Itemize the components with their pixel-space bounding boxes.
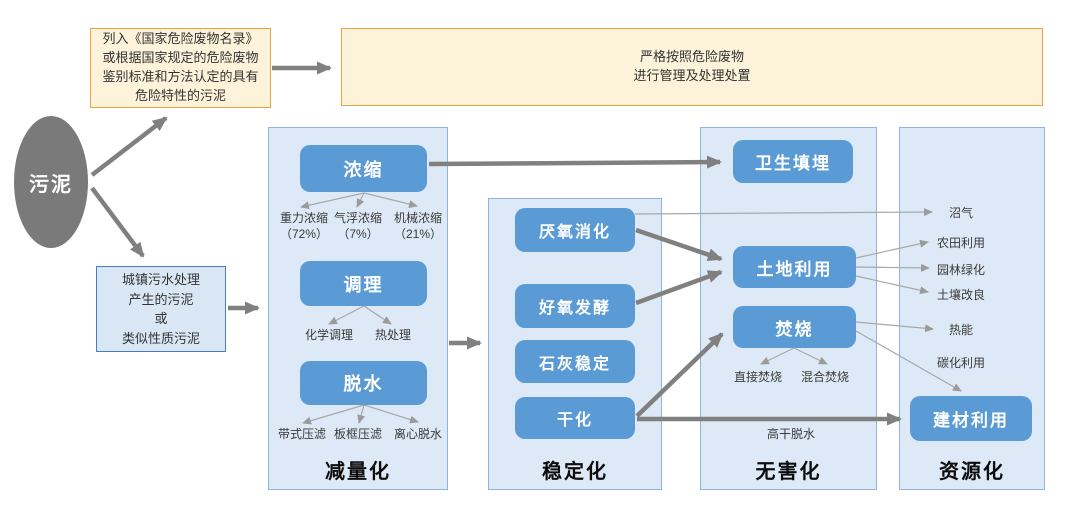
node-drying: 干化 [515, 397, 635, 439]
reduction-title-label: 减量化 [325, 461, 391, 483]
node-lime-label: 石灰稳定 [538, 355, 611, 373]
reduction-title: 减量化 [268, 455, 448, 484]
arrow-concentration-to-landfill [428, 155, 722, 169]
arrow-landuse-to-soil [855, 275, 929, 295]
arrow-dewatering-belt [302, 404, 365, 425]
method-gravity-concentration: 重力浓缩 （72%） [266, 211, 342, 242]
method-flotation-concentration: 气浮浓缩 （7%） [320, 211, 396, 242]
node-building-material-label: 建材利用 [933, 411, 1009, 430]
resource-item-label: 沼气 [948, 206, 973, 220]
arrow-aerobic-to-landuse [635, 269, 723, 306]
arrow-concentration-mechanical [363, 192, 418, 208]
method-thermal-treatment: 热处理 [358, 328, 428, 344]
hazard-criteria-text: 列入《国家危险废物名录》 或根据国家规定的危险废物 鉴别标准和方法认定的具有 危… [102, 31, 259, 103]
node-conditioning-label: 调理 [343, 274, 384, 295]
method-name: 离心脱水 [393, 427, 442, 441]
resource-item-label: 园林绿化 [936, 263, 985, 277]
method-mixed-incineration: 混合焚烧 [787, 370, 863, 386]
method-share: （21%） [393, 226, 443, 241]
node-sanitary-landfill: 卫生填埋 [733, 140, 853, 183]
arrow-landuse-to-farmland [855, 239, 929, 259]
resource-item-heat-energy: 热能 [916, 323, 1006, 339]
resource-title-label: 资源化 [939, 461, 1005, 483]
method-name: 化学调理 [304, 328, 353, 342]
municipal-sludge-box: 城镇污水处理 产生的污泥 或 类似性质污泥 [96, 266, 226, 352]
arrow-incineration-mixed [793, 347, 828, 365]
sludge-source-node: 污泥 [14, 116, 88, 248]
method-mechanical-concentration: 机械浓缩 （21%） [380, 211, 456, 242]
arrow-dewatering-plate [357, 404, 365, 424]
arrow-drying-to-incineration [635, 332, 724, 418]
node-building-material-use: 建材利用 [910, 396, 1032, 441]
node-landfill-label: 卫生填埋 [755, 154, 831, 173]
sludge-source-label: 污泥 [29, 173, 73, 196]
node-aerobic-fermentation: 好氧发酵 [515, 284, 635, 328]
resource-item-label: 碳化利用 [936, 356, 985, 370]
node-incineration-label: 焚烧 [775, 319, 814, 339]
node-dewatering-label: 脱水 [343, 374, 384, 394]
resource-item-label: 农田利用 [936, 236, 985, 250]
method-direct-incineration: 直接焚烧 [720, 370, 796, 386]
arrow-incineration-to-building-material [855, 330, 962, 392]
resource-title: 资源化 [899, 455, 1045, 484]
node-concentration-label: 浓缩 [343, 159, 384, 180]
stabilization-title: 稳定化 [488, 455, 662, 484]
municipal-sludge-text: 城镇污水处理 产生的污泥 或 类似性质污泥 [121, 272, 200, 346]
method-name: 机械浓缩 [393, 211, 442, 225]
method-name: 带式压滤 [277, 427, 326, 441]
arrow-anaerobic-to-landuse [635, 227, 723, 262]
resource-item-label: 土壤改良 [936, 288, 985, 302]
method-share: （72%） [279, 226, 329, 241]
method-chemical-conditioning: 化学调理 [292, 328, 366, 344]
resource-item-label: 热能 [948, 323, 973, 337]
harmless-title: 无害化 [700, 455, 877, 484]
node-anaerobic-label: 厌氧消化 [538, 224, 611, 241]
method-name: 直接焚烧 [733, 370, 782, 384]
method-plate-frame-press: 板框压滤 [320, 427, 396, 443]
node-lime-stabilization: 石灰稳定 [515, 340, 635, 383]
harmless-title-label: 无害化 [755, 461, 822, 483]
node-concentration: 浓缩 [300, 145, 427, 192]
hazard-management-box: 严格按照危险废物 进行管理及处理处置 [341, 28, 1043, 106]
arrow-landuse-to-landscaping [855, 263, 930, 272]
resource-item-landscaping: 园林绿化 [916, 263, 1006, 279]
resource-item-farmland: 农田利用 [916, 236, 1006, 252]
resource-item-soil-improvement: 土壤改良 [916, 288, 1006, 304]
arrow-dewatering-centrifugal [363, 404, 419, 424]
method-name: 气浮浓缩 [333, 211, 382, 225]
arrow-incineration-to-heat [855, 321, 934, 333]
node-anaerobic-digestion: 厌氧消化 [515, 208, 635, 252]
method-name: 板框压滤 [333, 427, 382, 441]
high-dry-label-text: 高干脱水 [766, 427, 815, 441]
method-name: 热处理 [374, 328, 411, 342]
arrow-concentration-gravity [300, 192, 365, 210]
arrow-anaerobic-to-biogas [634, 208, 933, 217]
arrow-sludge-to-hazard-criteria [90, 116, 168, 177]
arrow-conditioning-chemical [328, 305, 365, 325]
method-share: （7%） [337, 226, 379, 241]
method-name: 混合焚烧 [800, 370, 849, 384]
method-centrifugal-dewatering: 离心脱水 [380, 427, 456, 443]
node-land-use: 土地利用 [733, 246, 856, 288]
node-dewatering: 脱水 [300, 361, 427, 405]
method-belt-press: 带式压滤 [264, 427, 340, 443]
method-name: 重力浓缩 [279, 211, 328, 225]
node-landuse-label: 土地利用 [756, 259, 833, 279]
arrow-conditioning-thermal [363, 305, 392, 325]
resource-item-biogas: 沼气 [916, 206, 1006, 222]
arrow-sludge-to-municipal [90, 186, 145, 258]
node-incineration: 焚烧 [733, 306, 856, 348]
arrow-concentration-flotation [356, 192, 365, 208]
node-drying-label: 干化 [556, 412, 593, 429]
arrow-incineration-direct [760, 347, 795, 365]
resource-item-carbonization: 碳化利用 [916, 356, 1006, 372]
high-dry-dewatering-label: 高干脱水 [751, 427, 831, 443]
stabilization-title-label: 稳定化 [542, 461, 608, 483]
hazard-management-text: 严格按照危险废物 进行管理及处理处置 [633, 49, 751, 83]
hazard-criteria-box: 列入《国家危险废物名录》 或根据国家规定的危险废物 鉴别标准和方法认定的具有 危… [90, 28, 271, 108]
node-aerobic-label: 好氧发酵 [538, 300, 611, 317]
node-conditioning: 调理 [300, 261, 427, 306]
